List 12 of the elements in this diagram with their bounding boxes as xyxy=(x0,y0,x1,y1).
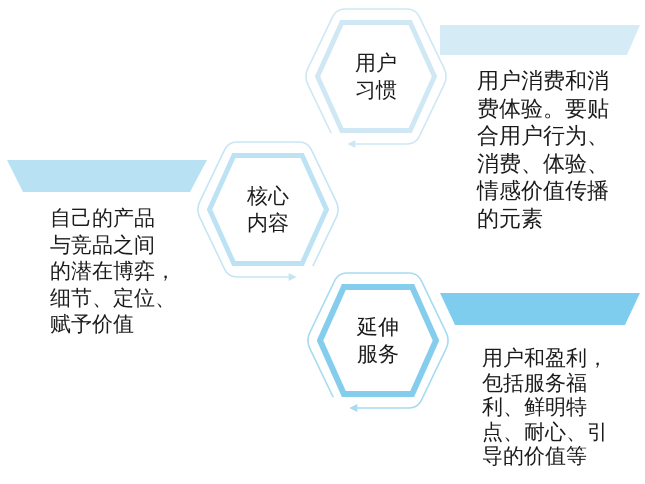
banner xyxy=(440,293,640,325)
banner xyxy=(7,160,207,192)
banner xyxy=(440,25,640,55)
description-text: 用户和盈利，包括服务福利、鲜明特点、耐心、引导的价值等 xyxy=(482,346,608,468)
hexagon xyxy=(317,284,439,397)
hexagon xyxy=(207,153,329,266)
description-text: 自己的产品与竞品之间的潜在博弈，细节、定位、赋予价值 xyxy=(50,205,176,338)
node-label: 用户习惯 xyxy=(355,50,397,104)
hexagon xyxy=(315,20,437,133)
node-label: 核心内容 xyxy=(247,182,289,236)
node-label: 延伸服务 xyxy=(357,314,399,368)
description-text: 用户消费和消费体验。要贴合用户行为、消费、体验、情感价值传播的元素 xyxy=(477,68,609,233)
